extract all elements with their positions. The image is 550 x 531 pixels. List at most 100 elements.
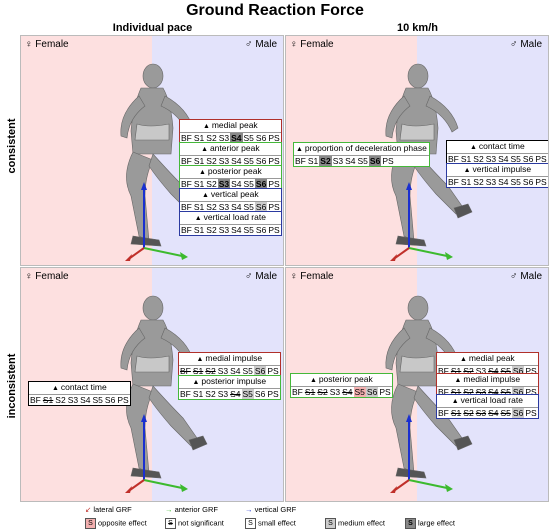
stat-cell-S6: S6 bbox=[521, 177, 535, 187]
runner-figure bbox=[385, 295, 473, 493]
stat-cell-S6: S6 bbox=[254, 225, 268, 235]
stat-cell-S6: S6 bbox=[365, 387, 379, 397]
stat-cell-S3: S3 bbox=[474, 366, 488, 376]
runner-figure bbox=[385, 63, 473, 261]
stat-cell-S2: S2 bbox=[205, 133, 218, 143]
stat-cell-BF: BF bbox=[437, 366, 450, 376]
stat-cell-BF: BF bbox=[29, 395, 42, 405]
runner-figure bbox=[120, 295, 208, 493]
female-label: ♀ Female bbox=[25, 271, 69, 282]
stat-cell-BF: BF bbox=[180, 202, 193, 212]
stat-cell-S4: S4 bbox=[229, 366, 242, 376]
parameter-label: contact time bbox=[29, 382, 130, 394]
stat-cell-S4: S4 bbox=[342, 387, 353, 397]
stat-cell-S5: S5 bbox=[500, 387, 511, 397]
stat-cell-S5: S5 bbox=[500, 408, 511, 418]
stat-cell-S4: S4 bbox=[497, 177, 510, 187]
stat-cell-S5: S5 bbox=[509, 177, 522, 187]
stat-cell-S1: S1 bbox=[450, 387, 462, 397]
stat-cell-S5: S5 bbox=[241, 389, 254, 399]
stat-cell-BF: BF bbox=[180, 133, 193, 143]
panel-inconsistent-individual: ♀ Female ♂ Male contact timeBFS1S2S3S4S5S6… bbox=[20, 267, 284, 502]
stat-cell-S1: S1 bbox=[192, 202, 206, 212]
stat-cell-S3: S3 bbox=[484, 154, 498, 164]
parameter-label: posterior peak bbox=[180, 166, 281, 178]
stat-cell-S4: S4 bbox=[230, 179, 243, 189]
stat-cell-S6: S6 bbox=[368, 156, 382, 166]
stat-cell-S6: S6 bbox=[254, 202, 268, 212]
stat-cell-S3: S3 bbox=[328, 387, 342, 397]
row-header-consistent: consistent bbox=[6, 118, 18, 174]
stat-cell-PS: PS bbox=[267, 225, 281, 235]
parameter-label: anterior peak bbox=[180, 143, 281, 155]
stat-cell-S2: S2 bbox=[463, 408, 474, 418]
stat-cell-BF: BF bbox=[180, 366, 191, 376]
stat-cell-S4: S4 bbox=[488, 408, 499, 418]
female-label: ♀ Female bbox=[290, 271, 334, 282]
stat-cell-BF: BF bbox=[447, 177, 460, 187]
stat-cell-S5: S5 bbox=[356, 156, 369, 166]
stat-cell-S1: S1 bbox=[191, 389, 205, 399]
parameter-label: medial peak bbox=[437, 353, 538, 365]
lateral-arrow-icon: ↙ bbox=[85, 505, 92, 514]
parameter-label: medial impulse bbox=[437, 374, 538, 386]
stat-cell-PS: PS bbox=[378, 387, 392, 397]
stat-cell-S1: S1 bbox=[450, 408, 462, 418]
ns-swatch: S bbox=[165, 518, 176, 529]
stat-cell-S6: S6 bbox=[254, 133, 268, 143]
parameter-label: medial peak bbox=[180, 120, 281, 132]
stat-cell-S3: S3 bbox=[217, 202, 231, 212]
stat-cell-PS: PS bbox=[524, 408, 538, 418]
stat-cell-S6: S6 bbox=[511, 387, 525, 397]
stat-cell-S4: S4 bbox=[488, 366, 499, 376]
stat-cell-S6: S6 bbox=[521, 154, 535, 164]
stat-cell-S5: S5 bbox=[242, 156, 255, 166]
column-header-10kmh: 10 km/h bbox=[397, 22, 438, 34]
stat-cell-PS: PS bbox=[266, 389, 280, 399]
stat-cell-S3: S3 bbox=[217, 156, 231, 166]
stat-cell-S6: S6 bbox=[253, 366, 267, 376]
stat-cell-BF: BF bbox=[437, 408, 450, 418]
stat-cell-PS: PS bbox=[524, 366, 538, 376]
stat-cell-S4: S4 bbox=[488, 387, 499, 397]
large-swatch: S bbox=[405, 518, 416, 529]
stat-cell-BF: BF bbox=[179, 389, 192, 399]
runner-figure bbox=[120, 63, 208, 261]
parameter-label: posterior impulse bbox=[179, 376, 280, 388]
male-label: ♂ Male bbox=[245, 271, 277, 282]
female-background bbox=[21, 36, 152, 265]
stat-cell-S3: S3 bbox=[475, 408, 487, 418]
stat-cell-S1: S1 bbox=[192, 179, 206, 189]
stat-cell-S1: S1 bbox=[192, 156, 206, 166]
male-label: ♂ Male bbox=[245, 39, 277, 50]
stat-cell-S5: S5 bbox=[500, 366, 511, 376]
parameter-label: vertical peak bbox=[180, 189, 281, 201]
panel-inconsistent-10kmh: ♀ Female♂ Maleposterior peakBFS1S2S3S4S5… bbox=[285, 267, 549, 502]
parameter-label: medial impulse bbox=[179, 353, 280, 365]
legend-anterior: → anterior GRF bbox=[165, 505, 218, 514]
stat-cell-S1: S1 bbox=[42, 395, 54, 405]
stat-cell-S5: S5 bbox=[241, 366, 254, 376]
stat-cell-S2: S2 bbox=[472, 177, 485, 187]
stat-cell-S4: S4 bbox=[344, 156, 357, 166]
stat-cell-BF: BF bbox=[180, 225, 193, 235]
